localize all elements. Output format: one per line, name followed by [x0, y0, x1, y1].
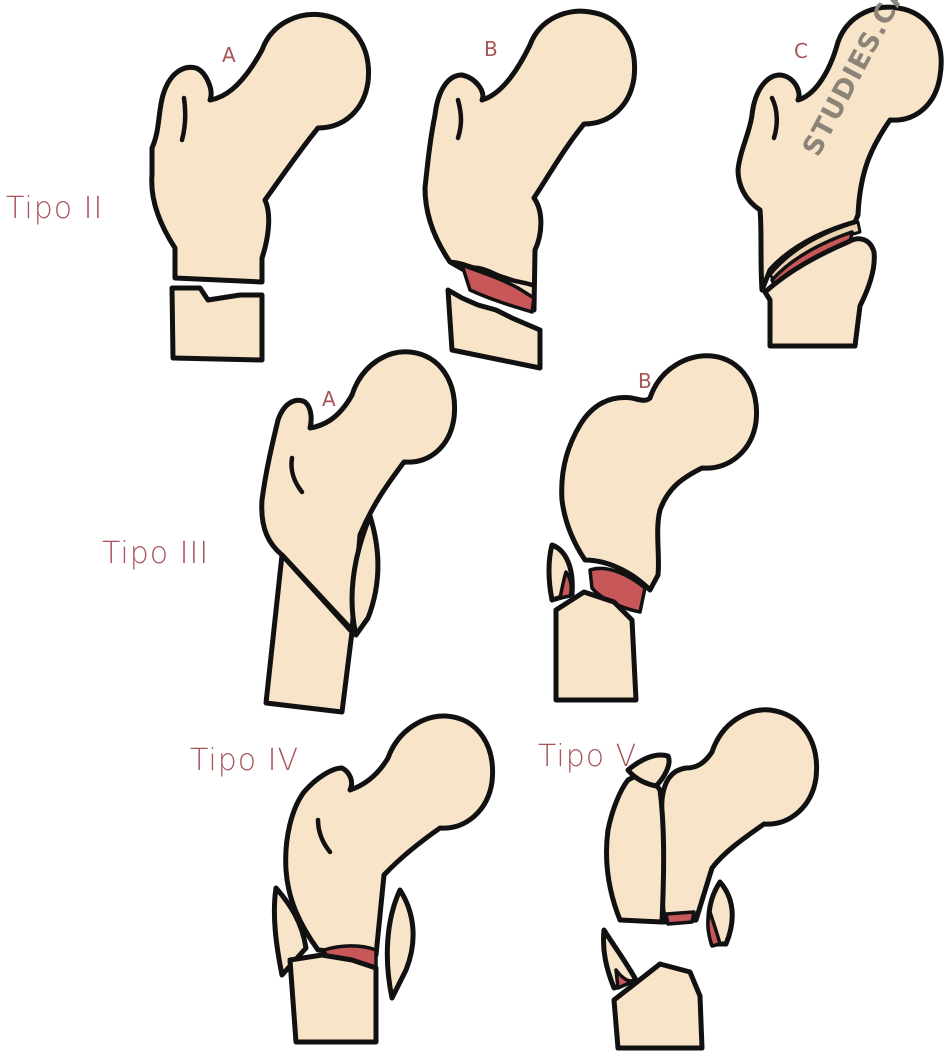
- femur-tipo-ii-c: C STUDIES.CAH: [738, 0, 941, 346]
- label-tipo-v: Tipo V: [538, 739, 637, 774]
- femur-tipo-iv: [274, 716, 492, 1042]
- label-ii-c: C: [794, 39, 808, 63]
- fracture-surface: [666, 912, 694, 924]
- greater-trochanter-fragment: [607, 776, 664, 922]
- femur-tipo-ii-b: B: [425, 11, 635, 368]
- femur-head-neck: [661, 710, 817, 922]
- femur-shaft: [290, 955, 376, 1042]
- label-iii-a: A: [322, 387, 336, 411]
- femur-tipo-ii-a: A: [152, 14, 369, 360]
- femur-tipo-iii-a: A: [262, 352, 455, 712]
- label-tipo-ii: Tipo II: [6, 191, 103, 226]
- femur-upper: [152, 14, 369, 282]
- label-tipo-iii: Tipo III: [102, 536, 209, 571]
- label-iii-b: B: [638, 369, 652, 393]
- femur-tipo-iii-b: B: [549, 356, 757, 700]
- lesser-trochanter-fragment: [387, 890, 413, 998]
- femur-shaft: [172, 288, 262, 360]
- label-ii-a: A: [222, 43, 236, 67]
- femur-upper: [562, 356, 757, 590]
- label-tipo-iv: Tipo IV: [190, 743, 299, 778]
- femur-upper: [425, 11, 635, 310]
- label-ii-b: B: [484, 37, 498, 61]
